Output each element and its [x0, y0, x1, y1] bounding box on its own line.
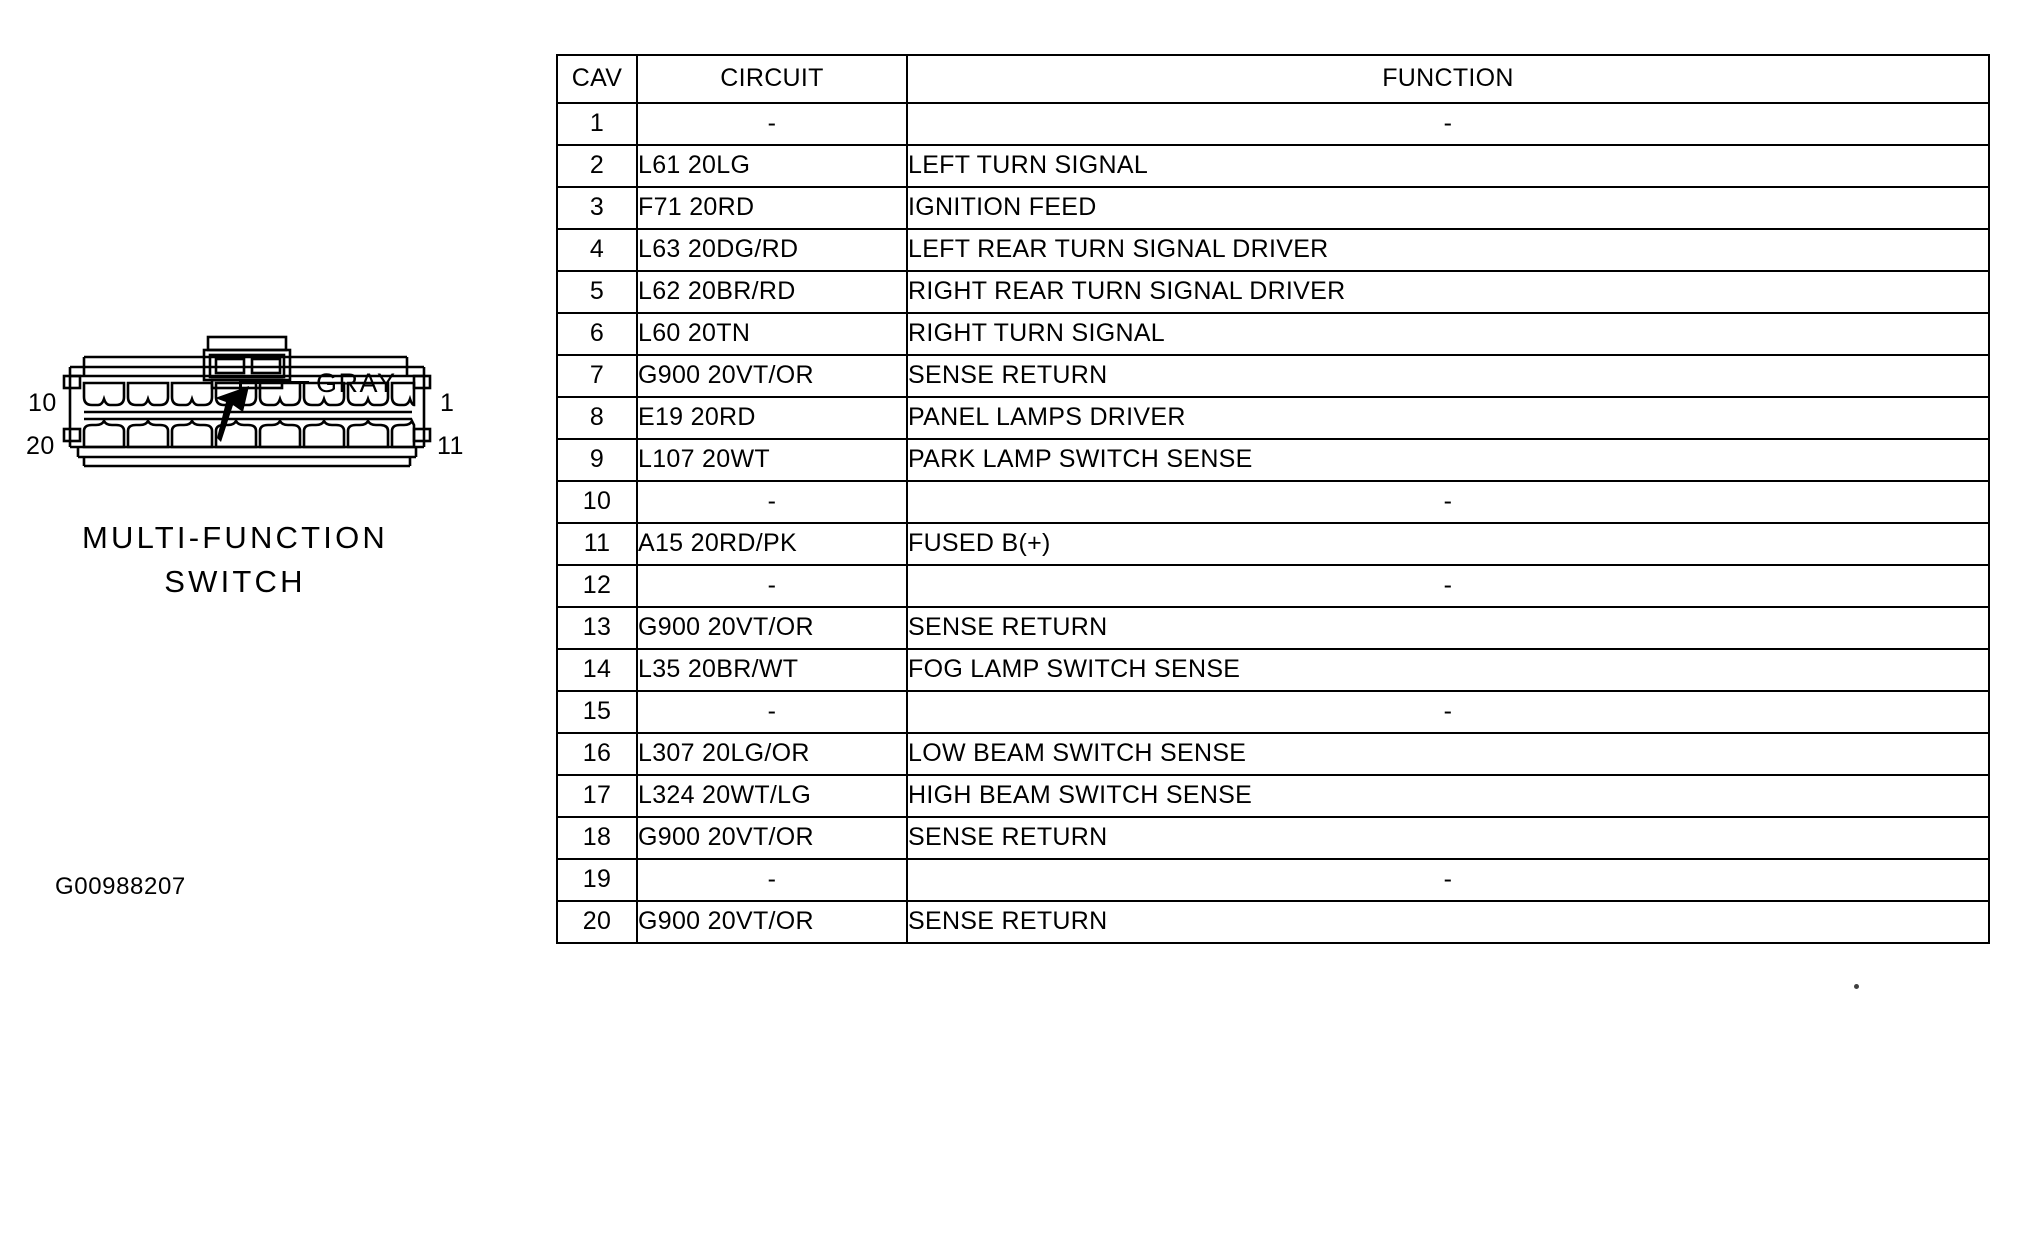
cell-cav: 9 [556, 438, 638, 482]
cell-function: - [906, 480, 1990, 524]
cell-cav: 1 [556, 102, 638, 146]
cell-function: LEFT TURN SIGNAL [906, 144, 1990, 188]
cell-function: - [906, 690, 1990, 734]
cell-cav: 14 [556, 648, 638, 692]
cell-cav: 11 [556, 522, 638, 566]
connector-caption: MULTI-FUNCTION SWITCH [0, 516, 470, 604]
cell-circuit: E19 20RD [636, 396, 908, 440]
cell-function: RIGHT REAR TURN SIGNAL DRIVER [906, 270, 1990, 314]
connector-body-graphic [62, 335, 432, 468]
cell-circuit: G900 20VT/OR [636, 354, 908, 398]
cell-function: LOW BEAM SWITCH SENSE [906, 732, 1990, 776]
cell-circuit: - [636, 690, 908, 734]
cell-cav: 8 [556, 396, 638, 440]
table-row: 19-- [556, 858, 1990, 902]
column-header-function: FUNCTION [906, 54, 1990, 104]
cell-function: PARK LAMP SWITCH SENSE [906, 438, 1990, 482]
cell-cav: 15 [556, 690, 638, 734]
cell-circuit: L35 20BR/WT [636, 648, 908, 692]
cell-cav: 5 [556, 270, 638, 314]
cell-function: SENSE RETURN [906, 900, 1990, 944]
connector-caption-line-2: SWITCH [164, 564, 306, 599]
cell-function: SENSE RETURN [906, 816, 1990, 860]
cell-function: PANEL LAMPS DRIVER [906, 396, 1990, 440]
cell-circuit: G900 20VT/OR [636, 816, 908, 860]
cell-function: - [906, 102, 1990, 146]
cell-circuit: - [636, 480, 908, 524]
cell-circuit: - [636, 102, 908, 146]
cell-circuit: L61 20LG [636, 144, 908, 188]
cell-cav: 19 [556, 858, 638, 902]
cell-circuit: L63 20DG/RD [636, 228, 908, 272]
cell-function: FOG LAMP SWITCH SENSE [906, 648, 1990, 692]
cell-function: HIGH BEAM SWITCH SENSE [906, 774, 1990, 818]
cell-circuit: L62 20BR/RD [636, 270, 908, 314]
callout-arrow-icon [215, 386, 249, 442]
table-row: 12-- [556, 564, 1990, 608]
cell-circuit: A15 20RD/PK [636, 522, 908, 566]
column-header-circuit: CIRCUIT [636, 54, 908, 104]
cell-function: SENSE RETURN [906, 606, 1990, 650]
cell-cav: 20 [556, 900, 638, 944]
table-row: 15-- [556, 690, 1990, 734]
table-row: 10-- [556, 480, 1990, 524]
cell-cav: 7 [556, 354, 638, 398]
cell-circuit: - [636, 858, 908, 902]
cell-cav: 13 [556, 606, 638, 650]
cell-circuit: G900 20VT/OR [636, 606, 908, 650]
scan-artifact-speck [1854, 984, 1859, 989]
cell-circuit: - [636, 564, 908, 608]
cell-cav: 17 [556, 774, 638, 818]
cell-cav: 3 [556, 186, 638, 230]
cell-circuit: L324 20WT/LG [636, 774, 908, 818]
column-header-cav: CAV [556, 54, 638, 104]
cell-function: SENSE RETURN [906, 354, 1990, 398]
cell-circuit: F71 20RD [636, 186, 908, 230]
pin-marker-top-left: 10 [28, 389, 57, 417]
table-row: 1-- [556, 102, 1990, 146]
cell-function: FUSED B(+) [906, 522, 1990, 566]
cell-function: - [906, 858, 1990, 902]
pin-marker-bottom-right: 11 [437, 432, 464, 460]
cell-cav: 4 [556, 228, 638, 272]
cell-cav: 2 [556, 144, 638, 188]
cell-function: LEFT REAR TURN SIGNAL DRIVER [906, 228, 1990, 272]
connector-caption-line-1: MULTI-FUNCTION [82, 520, 388, 555]
cell-cav: 18 [556, 816, 638, 860]
cell-cav: 10 [556, 480, 638, 524]
connector-illustration-panel: GRAY [0, 0, 556, 1239]
table-header-row: CAV CIRCUIT FUNCTION [556, 54, 1990, 104]
cell-cav: 16 [556, 732, 638, 776]
cell-function: IGNITION FEED [906, 186, 1990, 230]
pin-marker-bottom-left: 20 [26, 432, 55, 460]
cell-cav: 12 [556, 564, 638, 608]
cell-function: - [906, 564, 1990, 608]
cell-circuit: L107 20WT [636, 438, 908, 482]
cell-circuit: L307 20LG/OR [636, 732, 908, 776]
cell-cav: 6 [556, 312, 638, 356]
figure-id-label: G00988207 [55, 873, 186, 900]
cell-circuit: L60 20TN [636, 312, 908, 356]
cell-circuit: G900 20VT/OR [636, 900, 908, 944]
pin-marker-top-right: 1 [440, 389, 455, 417]
cell-function: RIGHT TURN SIGNAL [906, 312, 1990, 356]
